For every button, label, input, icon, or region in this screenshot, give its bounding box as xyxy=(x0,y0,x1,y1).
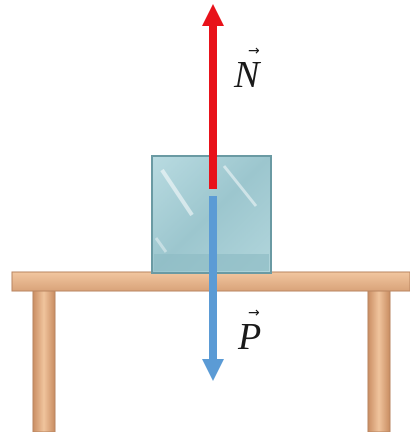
weight-force-arrow xyxy=(202,196,224,381)
table-leg-left xyxy=(32,290,56,432)
table-leg-right xyxy=(367,290,391,432)
weight-force-label: P xyxy=(238,316,262,358)
normal-force-vector-arrow: → xyxy=(248,43,260,59)
normal-force-arrow xyxy=(202,4,224,189)
normal-force-label: N xyxy=(234,54,260,96)
weight-force-vector-arrow: → xyxy=(248,305,260,321)
